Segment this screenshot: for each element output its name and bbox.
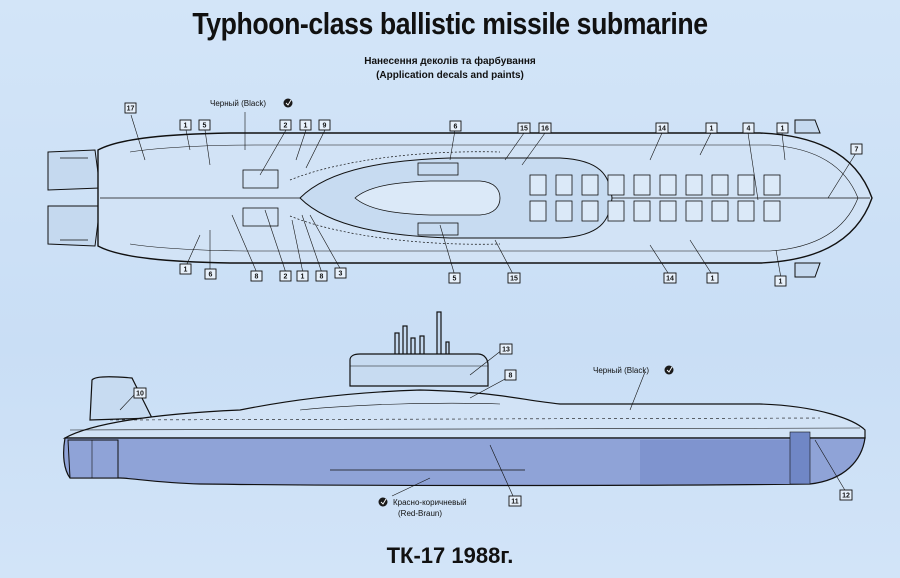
callout-3: 3 — [334, 267, 347, 279]
callout-1: 1 — [774, 275, 787, 287]
side-view-drawing — [62, 311, 866, 497]
svg-text:11: 11 — [511, 499, 519, 506]
callout-1: 1 — [299, 119, 312, 131]
callout-1: 1 — [705, 122, 718, 134]
submarine-designation: ТК-17 1988г. — [386, 543, 514, 568]
callout-5: 5 — [198, 119, 211, 131]
svg-text:1: 1 — [304, 123, 308, 130]
subtitle-ukrainian: Нанесення деколів та фарбування — [364, 56, 536, 67]
callout-1: 1 — [776, 122, 789, 134]
callout-10: 10 — [133, 387, 147, 399]
svg-text:8: 8 — [509, 373, 513, 380]
redbrown-swatch-icon — [378, 497, 388, 507]
callout-12: 12 — [839, 489, 853, 501]
callout-2: 2 — [279, 270, 292, 282]
svg-text:12: 12 — [842, 493, 850, 500]
svg-text:5: 5 — [203, 123, 207, 130]
callout-5: 5 — [448, 272, 461, 284]
callout-13: 13 — [499, 343, 513, 355]
svg-text:1: 1 — [184, 267, 188, 274]
svg-text:1: 1 — [301, 274, 305, 281]
svg-text:9: 9 — [323, 123, 327, 130]
callout-15: 15 — [507, 272, 521, 284]
svg-text:3: 3 — [339, 271, 343, 278]
top-view-callouts: 17 1 5 2 1 9 6 15 16 14 1 4 1 7 1 6 8 2 … — [124, 102, 863, 287]
svg-text:5: 5 — [453, 276, 457, 283]
callout-14: 14 — [663, 272, 677, 284]
svg-text:2: 2 — [284, 123, 288, 130]
svg-text:1: 1 — [710, 126, 714, 133]
callout-8: 8 — [504, 369, 517, 381]
callout-6: 6 — [204, 268, 217, 280]
callout-1: 1 — [296, 270, 309, 282]
svg-text:6: 6 — [209, 272, 213, 279]
callout-1: 1 — [706, 272, 719, 284]
svg-text:14: 14 — [658, 126, 666, 133]
callout-11: 11 — [508, 495, 522, 507]
svg-text:1: 1 — [779, 279, 783, 286]
callout-4: 4 — [742, 122, 755, 134]
callout-1: 1 — [179, 263, 192, 275]
svg-text:7: 7 — [855, 147, 859, 154]
callout-8: 8 — [315, 270, 328, 282]
side-view-callouts: 10 13 8 11 12 — [133, 343, 853, 507]
callout-16: 16 — [538, 122, 552, 134]
svg-text:1: 1 — [781, 126, 785, 133]
svg-text:13: 13 — [502, 347, 510, 354]
svg-text:6: 6 — [454, 124, 458, 131]
svg-text:8: 8 — [320, 274, 324, 281]
svg-text:14: 14 — [666, 276, 674, 283]
svg-text:15: 15 — [510, 276, 518, 283]
side-black-paint-label: Черный (Black) — [593, 366, 649, 375]
callout-14: 14 — [655, 122, 669, 134]
svg-text:15: 15 — [520, 126, 528, 133]
top-view-drawing — [47, 112, 873, 279]
callout-8: 8 — [250, 270, 263, 282]
subtitle-english: (Application decals and paints) — [376, 70, 524, 81]
svg-text:1: 1 — [711, 276, 715, 283]
svg-text:1: 1 — [184, 123, 188, 130]
callout-6: 6 — [449, 120, 462, 132]
top-black-paint-label: Черный (Black) — [210, 99, 266, 108]
callout-17: 17 — [124, 102, 137, 114]
black-swatch-icon — [283, 98, 293, 108]
svg-text:8: 8 — [255, 274, 259, 281]
side-redbrown-paint-label: Красно-коричневый — [393, 498, 467, 507]
svg-text:16: 16 — [541, 126, 549, 133]
svg-text:2: 2 — [284, 274, 288, 281]
callout-15: 15 — [517, 122, 531, 134]
callout-9: 9 — [318, 119, 331, 131]
callout-7: 7 — [850, 143, 863, 155]
svg-text:4: 4 — [747, 126, 751, 133]
svg-text:17: 17 — [127, 106, 135, 113]
page-title: Typhoon-class ballistic missile submarin… — [192, 6, 708, 41]
svg-text:10: 10 — [136, 391, 144, 398]
callout-1: 1 — [179, 119, 192, 131]
side-redbrown-paint-label-en: (Red-Braun) — [398, 509, 442, 518]
black-swatch-icon — [664, 365, 674, 375]
callout-2: 2 — [279, 119, 292, 131]
